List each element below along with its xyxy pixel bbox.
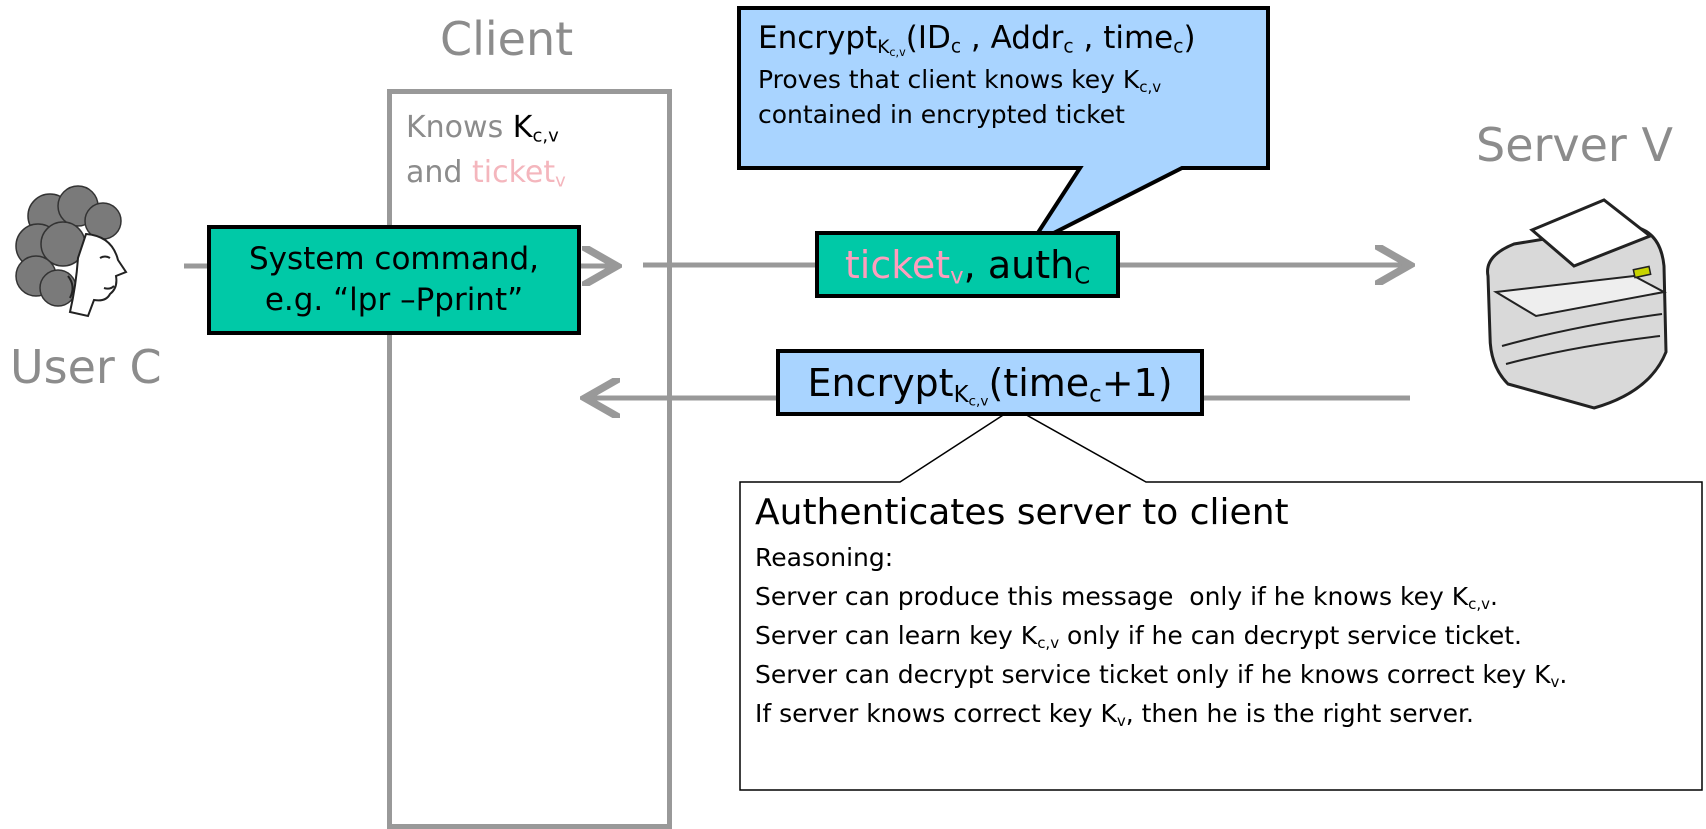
callout-comma2: , xyxy=(1073,20,1104,56)
encrypt-callout-bubble xyxy=(737,6,1270,251)
callout-time: time xyxy=(1103,20,1174,56)
callout-line2-key-sub: c,v xyxy=(1139,77,1162,96)
auth-line1-key-sub: c,v xyxy=(1468,594,1491,613)
client-box xyxy=(387,89,672,829)
and-word: and xyxy=(406,155,463,190)
callout-key-sub: K xyxy=(877,36,890,58)
callout-addr: Addr xyxy=(990,20,1064,56)
auth-line2-key: K xyxy=(1020,621,1038,650)
response-open: (time xyxy=(988,361,1090,405)
auth-line2-text: Server can learn key xyxy=(755,621,1021,650)
auth-line3-key-sub: v xyxy=(1550,672,1560,691)
client-title: Client xyxy=(440,12,574,66)
response-time-sub: c xyxy=(1089,381,1102,408)
auth-line1-key: K xyxy=(1451,582,1469,611)
callout-addr-sub: c xyxy=(1063,36,1074,58)
message-ticket-sub: v xyxy=(950,263,964,290)
user-title: User C xyxy=(10,340,162,394)
callout-line3: contained in encrypted ticket xyxy=(758,100,1125,129)
response-key-sub: K xyxy=(953,381,969,408)
auth-line1-end: . xyxy=(1490,582,1498,611)
auth-callout-panel xyxy=(739,407,1703,791)
auth-line3: Server can decrypt service ticket only i… xyxy=(755,655,1700,694)
message-auth-sub: C xyxy=(1074,263,1091,290)
system-command-line2: e.g. “lpr –Pprint” xyxy=(264,282,524,318)
client-key-sub: c,v xyxy=(532,125,559,147)
auth-line3-key: K xyxy=(1534,660,1551,689)
callout-open-paren: ( xyxy=(905,20,918,56)
auth-line2-end: only if he can decrypt service ticket. xyxy=(1059,621,1522,650)
auth-reasoning-label: Reasoning: xyxy=(755,543,894,572)
printer-icon xyxy=(1486,198,1668,410)
client-key-base: K xyxy=(512,110,533,145)
auth-line3-end: . xyxy=(1559,660,1568,689)
auth-line4-end: , then he is the right server. xyxy=(1125,699,1474,728)
auth-line4-key-sub: v xyxy=(1116,711,1126,730)
authentication-explanation: Authenticates server to client Reasoning… xyxy=(750,488,1700,733)
message-separator: , xyxy=(963,243,988,287)
callout-id: ID xyxy=(917,20,951,56)
system-command-line1: System command, xyxy=(248,241,540,277)
client-ticket-sub: v xyxy=(555,170,566,192)
auth-line1: Server can produce this message only if … xyxy=(755,577,1700,616)
auth-line4-text: If server knows correct key xyxy=(755,699,1101,728)
client-ticket-base: ticket xyxy=(472,155,556,190)
message-auth-base: auth xyxy=(987,243,1075,287)
callout-id-sub: c xyxy=(950,36,962,58)
auth-line4-key: K xyxy=(1100,699,1117,728)
callout-line2-text: Proves that client knows key xyxy=(758,65,1123,94)
ticket-auth-message: ticketv, authC xyxy=(815,231,1120,298)
response-message: EncryptKc,v(timec+1) xyxy=(776,349,1204,416)
callout-comma1: , xyxy=(961,20,991,56)
auth-line2: Server can learn key Kc,v only if he can… xyxy=(755,616,1700,655)
client-knowledge: Knows Kc,v and ticketv xyxy=(406,105,566,195)
callout-line2-key: K xyxy=(1122,65,1140,94)
message-ticket-base: ticket xyxy=(844,243,951,287)
knows-prefix: Knows xyxy=(406,110,504,145)
encrypt-callout-text: EncryptKc,v(IDc , Addrc , timec) Proves … xyxy=(758,14,1258,132)
callout-time-sub: c xyxy=(1173,36,1184,58)
callout-close-paren: ) xyxy=(1183,20,1196,56)
auth-line1-text: Server can produce this message only if … xyxy=(755,582,1452,611)
response-key-subsub: c,v xyxy=(968,393,989,410)
response-close: +1) xyxy=(1101,361,1173,405)
callout-key-subsub: c,v xyxy=(889,45,906,59)
server-title: Server V xyxy=(1476,118,1673,172)
callout-formula: EncryptKc,v(IDc , Addrc , timec) xyxy=(758,14,1258,62)
user-face-icon xyxy=(15,185,128,318)
response-encrypt-word: Encrypt xyxy=(807,361,954,405)
auth-line4: If server knows correct key Kv, then he … xyxy=(755,694,1700,733)
auth-line3-text: Server can decrypt service ticket only i… xyxy=(755,660,1535,689)
auth-title: Authenticates server to client xyxy=(755,492,1289,533)
auth-line2-key-sub: c,v xyxy=(1037,633,1060,652)
system-command-box: System command, e.g. “lpr –Pprint” xyxy=(207,225,581,335)
callout-encrypt-word: Encrypt xyxy=(758,20,878,56)
callout-line2: Proves that client knows key Kc,v xyxy=(758,62,1258,97)
